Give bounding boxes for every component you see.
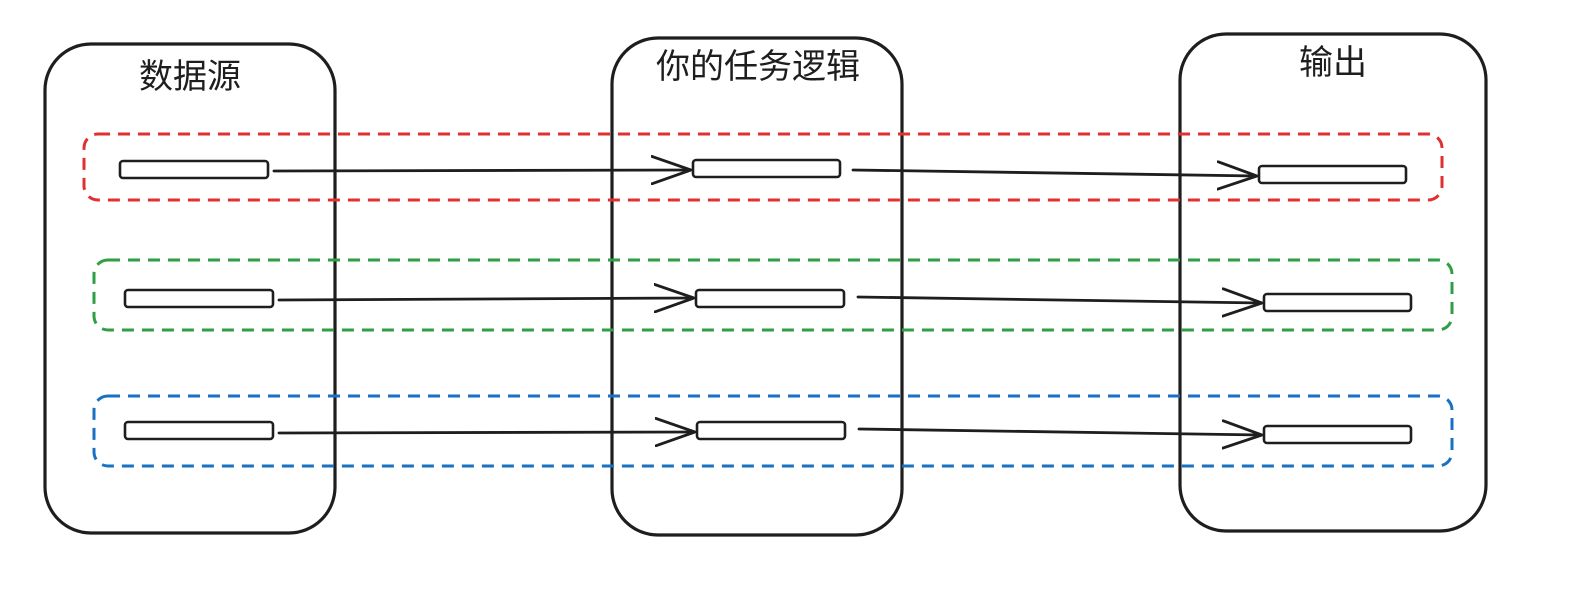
logic-column-title: 你的任务逻辑 bbox=[656, 47, 860, 87]
source-column-title: 数据源 bbox=[139, 57, 241, 97]
arrow-logic-to-output-3 bbox=[857, 429, 1264, 435]
logic-column-box bbox=[610, 36, 904, 537]
logic-item-1 bbox=[691, 158, 842, 179]
source-item-1 bbox=[118, 159, 270, 180]
output-item-3 bbox=[1262, 424, 1413, 445]
flow-blue-outline bbox=[92, 394, 1454, 468]
logic-item-2 bbox=[694, 288, 846, 309]
source-column-box bbox=[43, 42, 337, 535]
flow-green-outline bbox=[92, 258, 1454, 332]
source-item-3 bbox=[123, 420, 275, 441]
output-column-box bbox=[1178, 32, 1488, 533]
output-column-title: 输出 bbox=[1299, 43, 1367, 83]
arrow-logic-to-output-1 bbox=[851, 170, 1259, 176]
arrow-source-to-logic-2 bbox=[277, 298, 696, 300]
source-item-2 bbox=[123, 288, 275, 309]
arrow-source-to-logic-1 bbox=[272, 170, 693, 171]
output-item-1 bbox=[1257, 164, 1408, 185]
logic-item-3 bbox=[695, 420, 847, 441]
arrow-source-to-logic-3 bbox=[277, 432, 697, 433]
arrow-logic-to-output-2 bbox=[856, 297, 1264, 303]
output-item-2 bbox=[1262, 292, 1413, 313]
flow-red-outline bbox=[82, 132, 1444, 202]
